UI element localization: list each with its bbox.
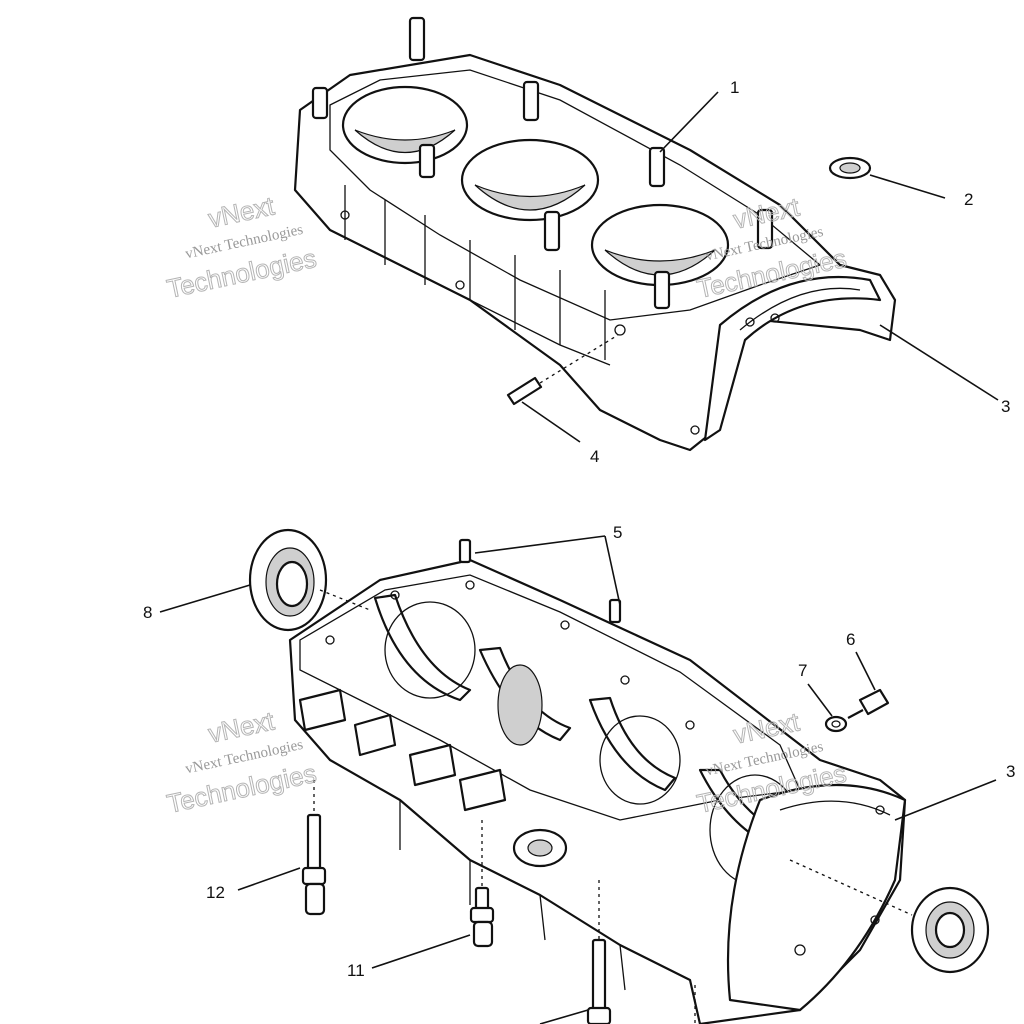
callout-3-lower: 3 (1006, 762, 1015, 781)
callout-8: 8 (143, 603, 152, 622)
callout-3-upper: 3 (1001, 397, 1010, 416)
svg-text:vNext: vNext (206, 190, 278, 233)
lower-crankcase-half (288, 558, 907, 1024)
part-8-oil-seal (248, 528, 371, 632)
part-4-dowel-pin (506, 334, 619, 406)
callout-2: 2 (964, 190, 973, 209)
cylinder-studs (311, 16, 774, 310)
callout-1: 1 (730, 78, 739, 97)
callout-12: 12 (206, 883, 225, 902)
upper-crankcase-half (293, 53, 897, 452)
part-5-dowel-pins (458, 538, 622, 624)
part-11-bolt (469, 820, 495, 948)
part-2-plug (828, 156, 872, 180)
part-6-bolt (847, 688, 890, 719)
callout-7: 7 (798, 661, 807, 680)
part-12-bolt (301, 780, 327, 916)
watermark-upper-left: vNext vNext Technologies Technologies (164, 190, 320, 304)
callout-5: 5 (613, 523, 622, 542)
part-oil-seal-right (789, 859, 990, 974)
callout-11: 11 (347, 961, 365, 980)
leader-lines (159, 91, 999, 1024)
part-7-washer (824, 715, 848, 733)
callout-6: 6 (846, 630, 855, 649)
part-long-bolt (586, 880, 612, 1024)
svg-text:vNext: vNext (206, 705, 278, 748)
callout-4: 4 (590, 447, 599, 466)
